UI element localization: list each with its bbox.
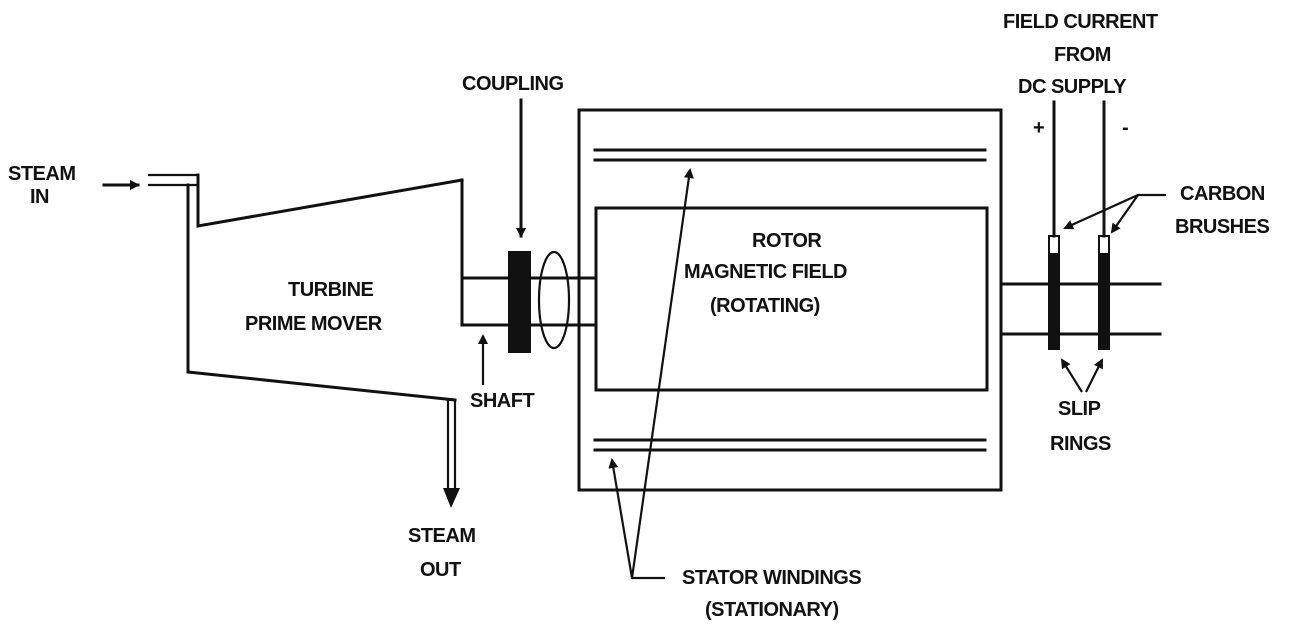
svg-text:MAGNETIC FIELD: MAGNETIC FIELD xyxy=(684,261,847,283)
svg-text:STATOR WINDINGS: STATOR WINDINGS xyxy=(682,567,861,589)
field-current-label: FIELD CURRENT FROM DC SUPPLY xyxy=(1003,11,1158,98)
steam-out-label: STEAM OUT xyxy=(408,525,476,581)
steam-inlet-pipe xyxy=(148,173,198,187)
slip-ring-arrow-1-icon xyxy=(1060,358,1083,393)
svg-text:BRUSHES: BRUSHES xyxy=(1175,216,1269,238)
steam-out-arrow-icon xyxy=(443,488,460,508)
svg-text:CARBON: CARBON xyxy=(1180,183,1265,205)
svg-text:IN: IN xyxy=(30,186,49,208)
coupling-block xyxy=(508,251,531,353)
svg-text:TURBINE: TURBINE xyxy=(288,279,374,301)
svg-text:FROM: FROM xyxy=(1054,44,1111,66)
stator-windings-top xyxy=(593,148,987,162)
steam-in-label: STEAM IN xyxy=(8,163,76,208)
negative-terminal-label: - xyxy=(1122,117,1128,139)
shaft-label: SHAFT xyxy=(470,390,534,412)
svg-text:PRIME MOVER: PRIME MOVER xyxy=(245,313,383,335)
rotor-label: ROTOR MAGNETIC FIELD (ROTATING) xyxy=(684,230,848,317)
carbon-brushes-label: CARBON BRUSHES xyxy=(1175,183,1270,238)
stator-arrow-bottom-icon xyxy=(608,458,634,579)
carbon-brush-arrow-1-icon xyxy=(1063,193,1166,230)
shaft-rotation-ellipse xyxy=(537,250,571,350)
carbon-brush-positive xyxy=(1048,235,1060,255)
stator-arrow-top-icon xyxy=(630,168,694,580)
coupling-label: COUPLING xyxy=(462,73,564,95)
stator-frame xyxy=(577,108,1003,492)
svg-text:STEAM: STEAM xyxy=(8,163,76,185)
svg-text:(STATIONARY): (STATIONARY) xyxy=(705,599,839,621)
svg-text:RINGS: RINGS xyxy=(1050,433,1111,455)
svg-text:OUT: OUT xyxy=(420,559,461,581)
svg-text:DC SUPPLY: DC SUPPLY xyxy=(1018,76,1127,98)
slip-ring-positive xyxy=(1048,254,1060,350)
steam-outlet-pipe xyxy=(443,400,460,508)
svg-text:STEAM: STEAM xyxy=(408,525,476,547)
stator-windings-bottom xyxy=(593,438,987,452)
slip-rings-label: SLIP RINGS xyxy=(1050,398,1112,455)
turbine-label: TURBINE PRIME MOVER xyxy=(245,279,383,335)
svg-text:FIELD CURRENT: FIELD CURRENT xyxy=(1003,11,1158,33)
svg-text:ROTOR: ROTOR xyxy=(752,230,822,252)
positive-terminal-label: + xyxy=(1033,117,1044,139)
rotor-box xyxy=(594,206,989,392)
slip-ring-arrow-2-icon xyxy=(1085,358,1103,393)
svg-text:SLIP: SLIP xyxy=(1058,398,1101,420)
svg-text:(ROTATING): (ROTATING) xyxy=(710,295,820,317)
turbine-body xyxy=(186,173,464,402)
slip-ring-negative xyxy=(1098,254,1110,350)
dc-supply-leads xyxy=(1052,100,1106,238)
stator-windings-label: STATOR WINDINGS (STATIONARY) xyxy=(682,567,862,621)
carbon-brush-arrow-2-icon xyxy=(1110,194,1139,234)
shaft-right xyxy=(999,282,1162,336)
carbon-brush-negative xyxy=(1098,235,1110,255)
